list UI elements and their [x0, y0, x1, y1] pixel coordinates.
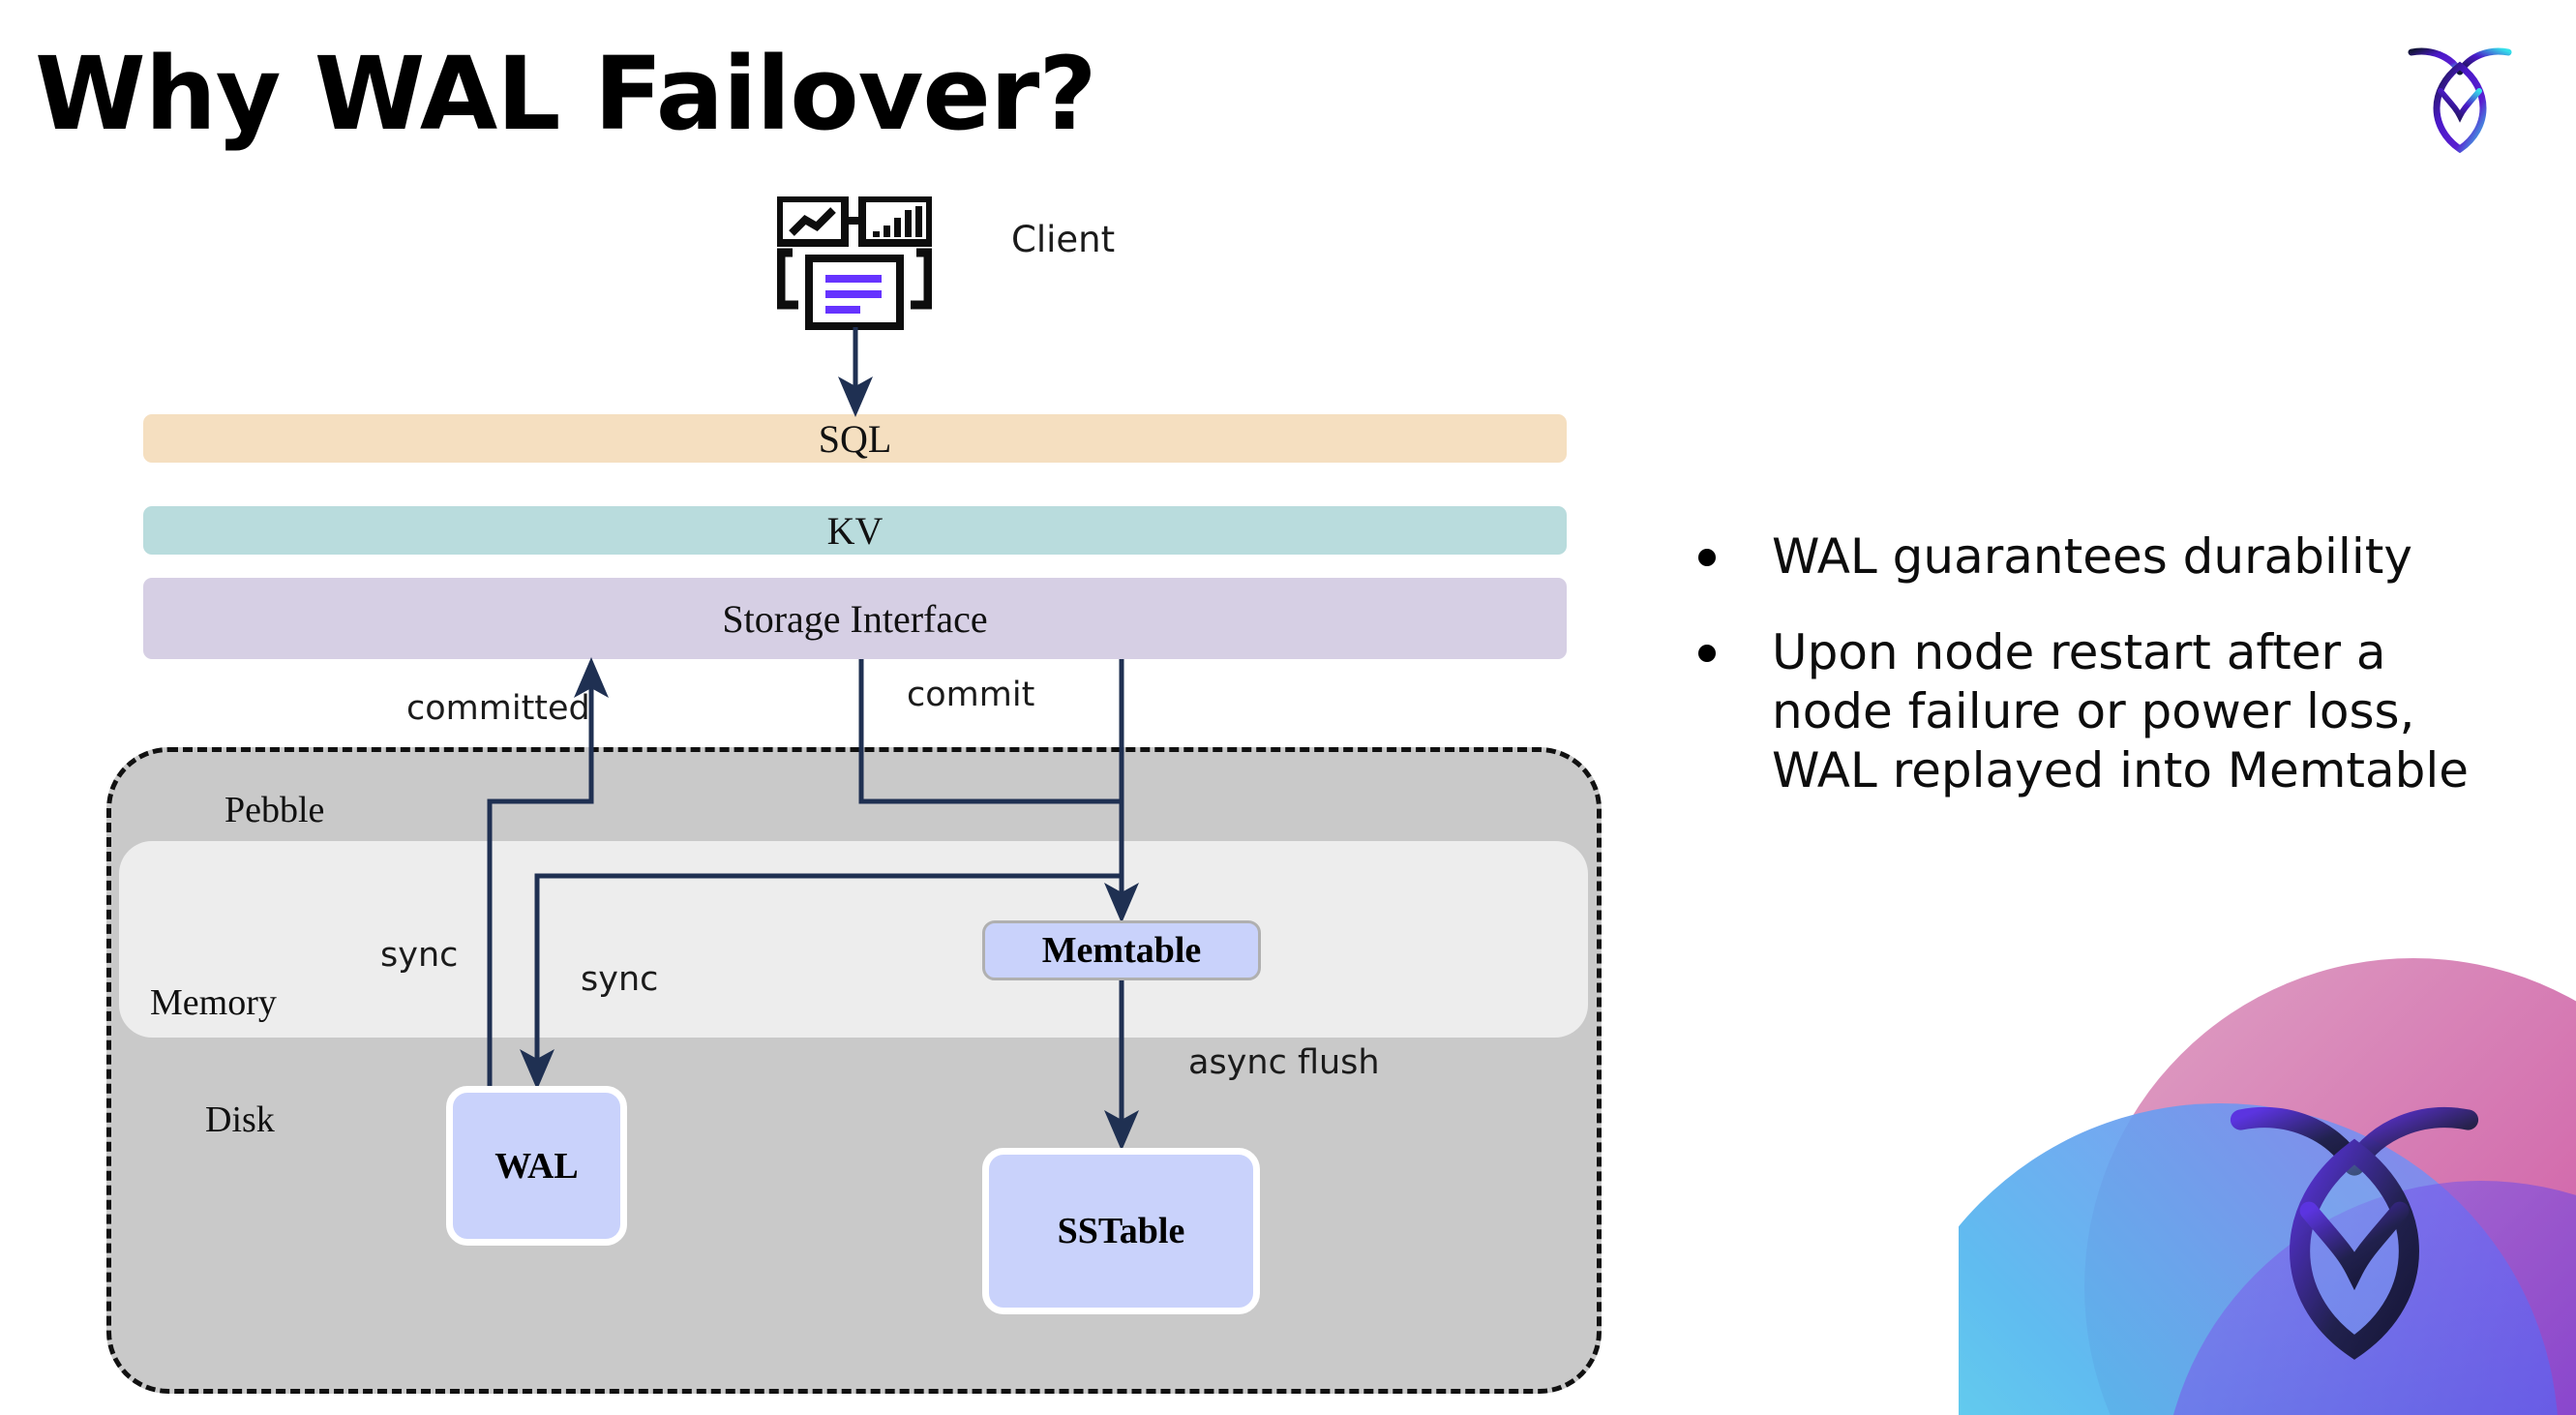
memory-label: Memory: [150, 982, 277, 1023]
edge-label-async-flush: async flush: [1188, 1043, 1380, 1082]
edge-label-committed: committed: [406, 689, 590, 728]
client-label: Client: [1011, 219, 1116, 260]
layer-bar-kv: KV: [143, 506, 1567, 555]
layer-bar-sql: SQL: [143, 414, 1567, 463]
list-item: Upon node restart after a node failure o…: [1698, 623, 2521, 800]
bullet-dot-icon: [1698, 549, 1716, 566]
decorative-gradient-circles: [1959, 900, 2576, 1415]
node-sstable-label: SSTable: [1057, 1211, 1185, 1251]
node-sstable: SSTable: [982, 1148, 1260, 1314]
bullet-text: WAL guarantees durability: [1772, 528, 2412, 585]
bullet-list: WAL guarantees durability Upon node rest…: [1698, 527, 2521, 837]
page-title: Why WAL Failover?: [35, 35, 1097, 153]
node-wal: WAL: [446, 1086, 627, 1246]
disk-label: Disk: [205, 1099, 275, 1140]
edge-label-sync-right: sync: [581, 960, 659, 999]
cockroach-logo-icon: [2402, 33, 2518, 154]
node-memtable: Memtable: [982, 920, 1261, 980]
layer-bar-sql-label: SQL: [818, 416, 892, 461]
list-item: WAL guarantees durability: [1698, 527, 2521, 587]
client-terminal-icon: [775, 195, 934, 332]
bullet-text: Upon node restart after a node failure o…: [1772, 624, 2470, 798]
edge-label-commit: commit: [907, 676, 1035, 714]
pebble-label: Pebble: [225, 790, 325, 830]
bullet-dot-icon: [1698, 645, 1716, 662]
edge-label-sync-left: sync: [380, 936, 459, 975]
layer-bar-storage-interface: Storage Interface: [143, 578, 1567, 659]
node-memtable-label: Memtable: [1041, 930, 1202, 971]
layer-bar-storage-interface-label: Storage Interface: [722, 596, 988, 641]
layer-bar-kv-label: KV: [826, 508, 884, 553]
memory-region: [119, 841, 1588, 1038]
node-wal-label: WAL: [494, 1145, 579, 1187]
